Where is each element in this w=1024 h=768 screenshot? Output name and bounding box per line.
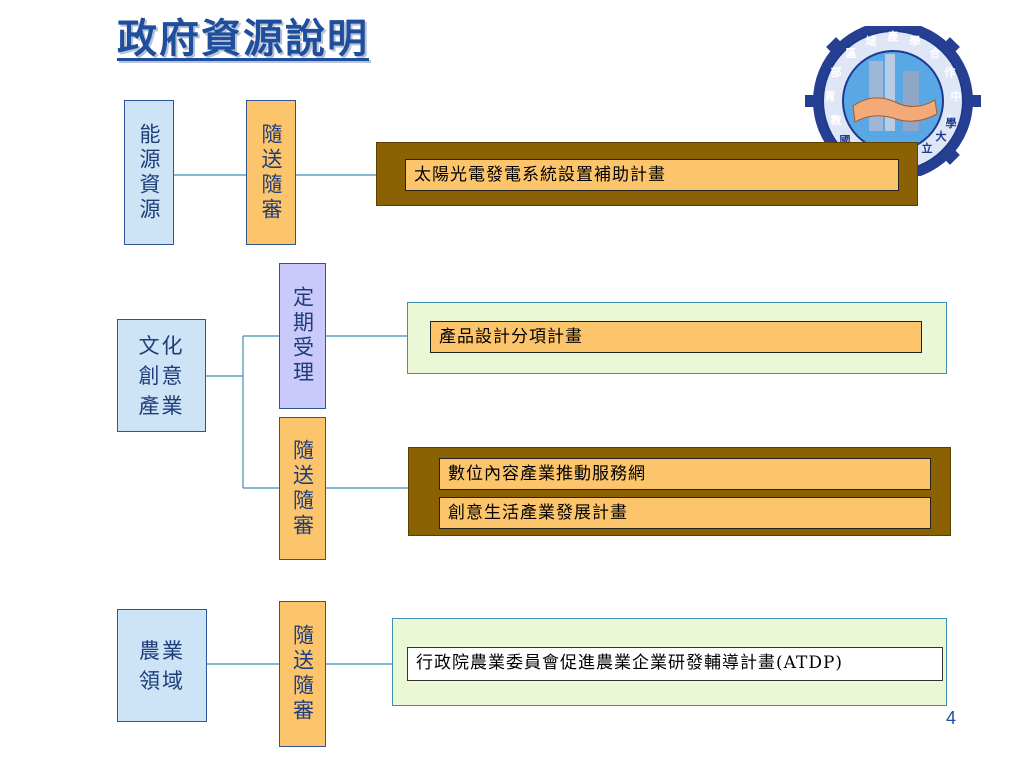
review-mode-label: 隨送隨審 — [290, 624, 315, 724]
review-mode-rolling-agriculture: 隨送隨審 — [279, 601, 326, 747]
review-mode-label: 定期受理 — [290, 286, 315, 386]
review-mode-periodic-culture: 定期受理 — [279, 263, 326, 409]
logo-ring-char: 區 — [846, 47, 857, 60]
handshake-icon — [852, 97, 938, 123]
review-mode-label: 隨送隨審 — [290, 438, 315, 539]
logo-bottom-char: 國 — [840, 134, 851, 147]
category-cultural-creative-industry: 文化 創意 產業 — [117, 319, 206, 432]
logo-bottom-char: 立 — [922, 141, 933, 155]
program-panel-agriculture: 行政院農業委員會促進農業企業研發輔導計畫(ATDP) — [392, 618, 947, 706]
logo-ring-char: 教 — [830, 113, 843, 127]
category-label: 農業 領域 — [139, 638, 185, 693]
logo-ring-char: 育 — [825, 89, 836, 103]
category-agriculture: 農業 領域 — [117, 609, 207, 722]
logo-ring-char: 合 — [930, 46, 942, 60]
review-mode-rolling-culture: 隨送隨審 — [279, 417, 326, 560]
logo-ring-char: 學 — [910, 34, 921, 48]
logo-bottom-char: 學 — [946, 116, 957, 130]
logo-ring-char: 心 — [945, 114, 956, 127]
category-energy-resources: 能源資源 — [124, 100, 174, 245]
logo-ring-char: 產 — [887, 29, 899, 43]
program-item-creative-living: 創意生活產業發展計畫 — [439, 497, 931, 529]
logo-ring-char: 中 — [951, 89, 962, 103]
category-label: 文化 創意 產業 — [138, 333, 185, 418]
logo-ring-char: 部 — [831, 65, 842, 79]
program-item-atdp: 行政院農業委員會促進農業企業研發輔導計畫(ATDP) — [407, 647, 943, 681]
review-mode-label: 隨送隨審 — [259, 122, 283, 223]
logo-ring-char: 域 — [866, 34, 877, 48]
category-label: 能源資源 — [137, 122, 161, 223]
program-item-digital-content: 數位內容產業推動服務網 — [439, 458, 931, 490]
program-item-product-design: 產品設計分項計畫 — [430, 321, 922, 353]
program-panel-energy: 太陽光電發電系統設置補助計畫 — [376, 142, 918, 206]
program-item-solar-subsidy: 太陽光電發電系統設置補助計畫 — [405, 159, 899, 191]
program-panel-culture-periodic: 產品設計分項計畫 — [407, 302, 947, 374]
page-title: 政府資源說明 — [117, 15, 369, 62]
logo-ring-char: 作 — [945, 65, 956, 79]
program-panel-culture-rolling: 數位內容產業推動服務網 創意生活產業發展計畫 — [408, 447, 951, 536]
review-mode-rolling-energy: 隨送隨審 — [246, 100, 296, 245]
page-number: 4 — [946, 708, 957, 728]
logo-bottom-char: 大 — [936, 129, 947, 143]
